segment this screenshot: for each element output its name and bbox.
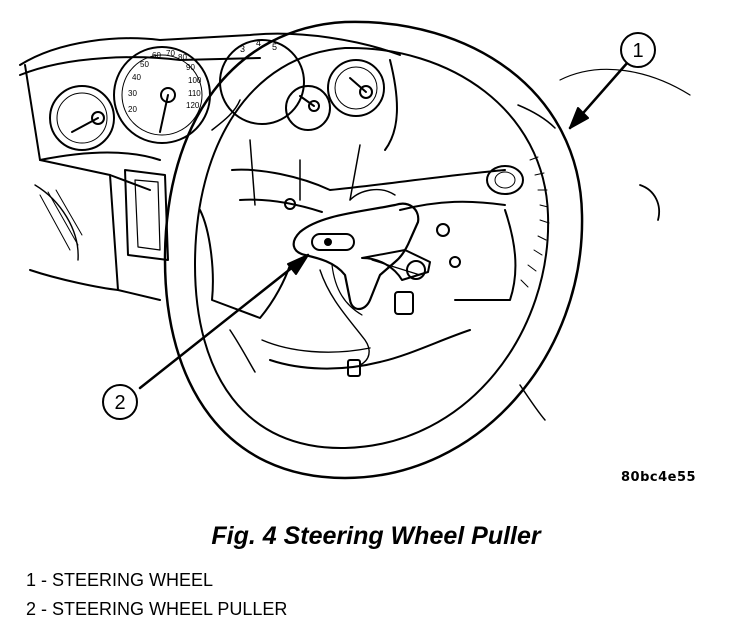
fuel-gauge <box>49 85 115 151</box>
speedo-tick: 50 <box>140 60 149 69</box>
oil-gauge <box>327 59 385 117</box>
steering-wheel-illustration: 20 30 40 50 60 70 80 90 100 110 120 3 4 … <box>19 20 691 480</box>
temp-gauge <box>285 85 331 131</box>
speedo-tick: 20 <box>128 105 137 114</box>
image-id: 80bc4e55 <box>621 470 697 485</box>
speedometer: 20 30 40 50 60 70 80 90 100 110 120 <box>113 46 211 144</box>
callout-1-number: 1 <box>632 40 643 62</box>
legend-number: 2 <box>26 599 37 619</box>
steering-column <box>249 139 361 206</box>
legend-number: 1 <box>26 570 37 590</box>
callout-leader-1 <box>568 60 630 130</box>
callout-1: 1 <box>620 32 656 68</box>
speedo-tick: 90 <box>186 63 195 72</box>
speedo-tick: 60 <box>152 51 161 60</box>
legend-item: 1 - STEERING WHEEL <box>26 570 214 590</box>
legend-text: STEERING WHEEL PULLER <box>52 599 288 619</box>
figure-caption: Fig. 4 Steering Wheel Puller <box>211 522 541 550</box>
callout-2: 2 <box>102 384 138 420</box>
dash-line <box>559 68 691 96</box>
instrument-cluster <box>19 32 401 301</box>
tach-tick: 3 <box>240 44 245 54</box>
speedo-tick: 110 <box>188 89 201 98</box>
dash-vent-edge <box>639 184 660 221</box>
legend-text: STEERING WHEEL <box>52 570 214 590</box>
speedo-tick: 30 <box>128 89 137 98</box>
steering-wheel-puller <box>284 188 461 377</box>
speedo-tick: 100 <box>188 76 202 85</box>
callout-legend: 1 - STEERING WHEEL 2 - STEERING WHEEL PU… <box>26 566 287 624</box>
legend-item: 2 - STEERING WHEEL PULLER <box>26 599 288 619</box>
tach-tick: 5 <box>272 42 277 52</box>
speedo-tick: 120 <box>186 101 200 110</box>
steering-wheel-spokes <box>199 165 524 370</box>
callout-leader-2 <box>138 253 310 390</box>
steering-wheel-rim <box>163 20 584 480</box>
speedo-tick: 40 <box>132 73 141 82</box>
tach-tick: 4 <box>256 38 261 48</box>
callout-2-number: 2 <box>114 392 125 414</box>
speedo-tick: 70 <box>166 49 175 58</box>
speedo-tick: 80 <box>178 53 187 62</box>
